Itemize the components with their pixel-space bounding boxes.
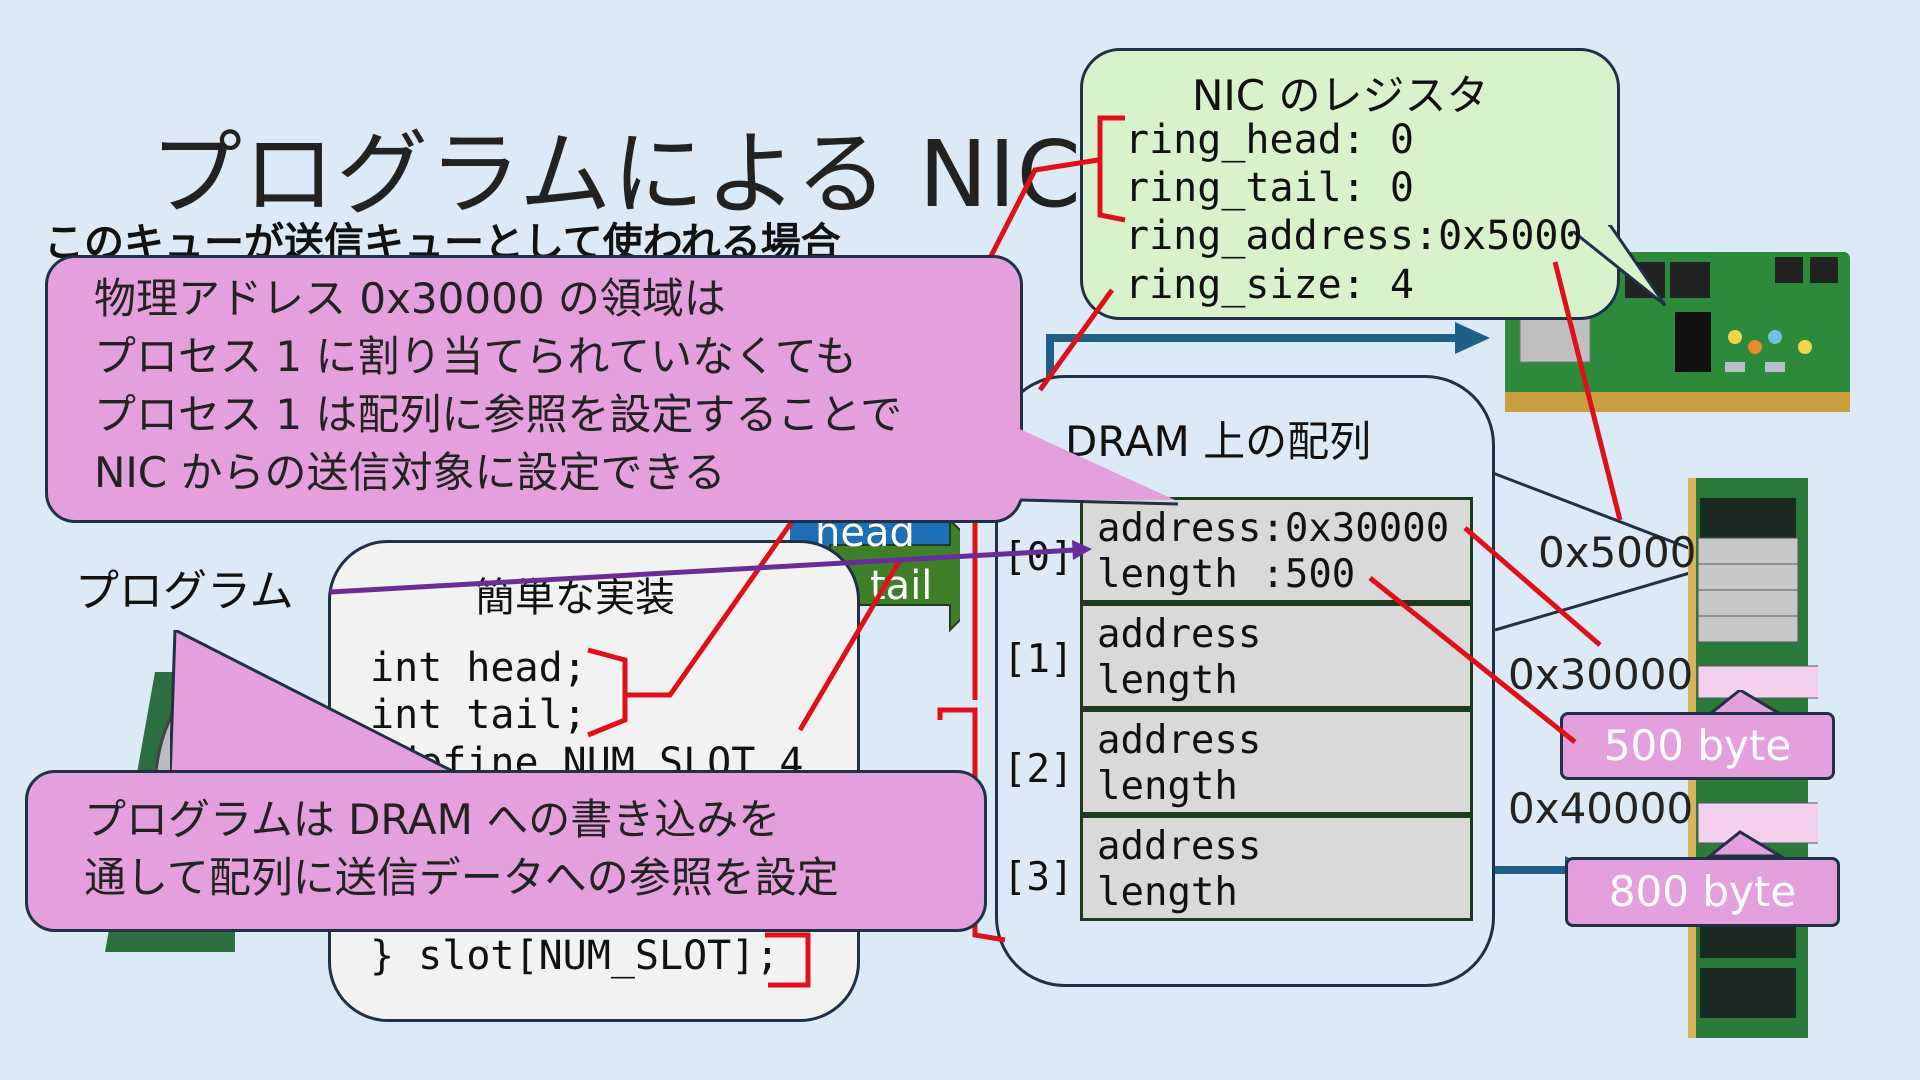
code-line-tail: int tail; xyxy=(370,692,587,738)
slot-1-index: [1] xyxy=(1003,637,1074,682)
reg-ring-tail: ring_tail: 0 xyxy=(1125,165,1414,211)
slot-3-index: [3] xyxy=(1003,855,1074,900)
dram-title: DRAM 上の配列 xyxy=(1065,417,1372,466)
slot-2-index: [2] xyxy=(1003,747,1074,792)
callout-top: 物理アドレス 0x30000 の領域は プロセス 1 に割り当てられていなくても… xyxy=(45,255,1023,523)
nic-register-title: NIC のレジスタ xyxy=(1192,71,1489,120)
reg-ring-size: ring_size: 4 xyxy=(1125,262,1414,308)
size-800-byte: 800 byte xyxy=(1565,857,1840,927)
code-title: 簡単な実装 xyxy=(475,575,675,621)
slot-0: address:0x30000 length :500 xyxy=(1080,497,1473,603)
callout-bottom-tail xyxy=(170,630,471,782)
reg-ring-head: ring_head: 0 xyxy=(1125,117,1414,163)
slot-3: address length xyxy=(1080,815,1473,921)
nic-register-box xyxy=(1080,48,1620,320)
slot-2-address: address xyxy=(1097,718,1262,763)
callout-bottom-text: プログラムは DRAM への書き込みを 通して配列に送信データへの参照を設定 xyxy=(84,795,839,902)
dram-to-nic-arrowhead xyxy=(1455,322,1490,354)
callout-top-text: 物理アドレス 0x30000 の領域は プロセス 1 に割り当てられていなくても… xyxy=(94,274,903,497)
slot-1-length: length xyxy=(1097,658,1238,703)
callout-top-tail xyxy=(1000,420,1179,506)
slot-2-length: length xyxy=(1097,764,1238,809)
size-500-byte: 500 byte xyxy=(1560,712,1835,780)
code-line-head: int head; xyxy=(370,645,587,691)
slot-1-address: address xyxy=(1097,612,1262,657)
addr-0x40000: 0x40000 xyxy=(1508,784,1694,833)
program-label: プログラム xyxy=(75,566,294,617)
callout-bottom: プログラムは DRAM への書き込みを 通して配列に送信データへの参照を設定 xyxy=(25,770,987,932)
slot-3-length: length xyxy=(1097,870,1238,915)
dram-region-lower-edge xyxy=(1494,568,1701,632)
slot-2: address length xyxy=(1080,709,1473,815)
slot-0-index: [0] xyxy=(1003,535,1074,580)
code-line-slot: } slot[NUM_SLOT]; xyxy=(370,933,780,979)
slot-0-length: length :500 xyxy=(1097,552,1356,597)
slot-1: address length xyxy=(1080,603,1473,709)
reg-ring-address: ring_address:0x5000 xyxy=(1125,213,1583,259)
slot-3-address: address xyxy=(1097,824,1262,869)
slot-0-address: address:0x30000 xyxy=(1097,506,1450,551)
addr-0x5000: 0x5000 xyxy=(1538,528,1697,577)
tail-pointer-label: tail xyxy=(870,563,933,609)
